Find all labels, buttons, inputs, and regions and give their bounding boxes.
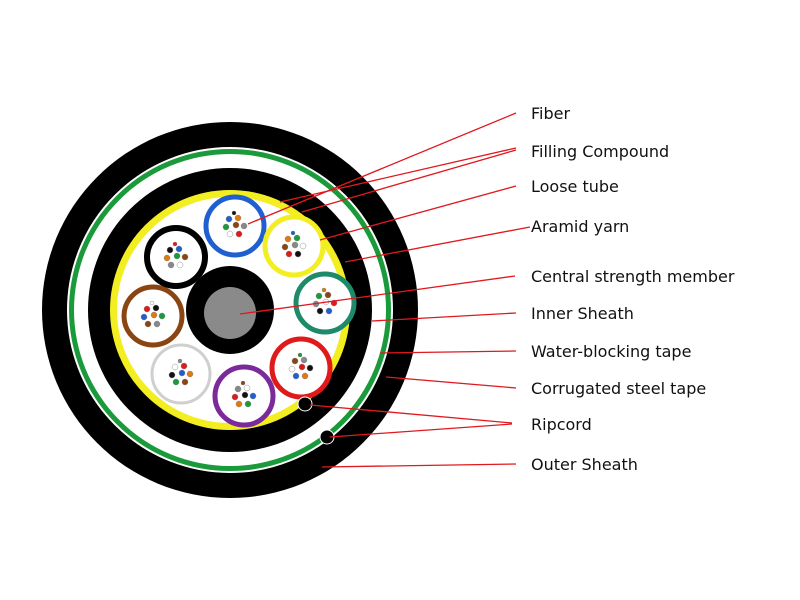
fiber-dot [175, 245, 183, 253]
fiber-dot [301, 372, 309, 380]
fiber-dot [325, 307, 333, 315]
leader-loose-tube [319, 185, 517, 241]
fiber-dot [158, 312, 166, 320]
fiber-dot [240, 380, 246, 386]
label-outer-sheath: Outer Sheath [531, 455, 638, 474]
fiber-dot [153, 320, 161, 328]
leader-lines [239, 112, 531, 468]
fiber-dot [285, 250, 293, 258]
fiber-dot [291, 241, 299, 249]
fiber-dot [172, 241, 178, 247]
leader-aramid-yarn [344, 226, 531, 263]
fiber-dot [167, 261, 175, 269]
fiber-dot [291, 357, 299, 365]
fiber-dot [241, 391, 249, 399]
fiber-dot [163, 254, 171, 262]
leader-filling-compound-a [279, 147, 517, 203]
label-water-blocking-tape: Water-blocking tape [531, 342, 691, 361]
fiber-dot [140, 313, 148, 321]
fiber-dot [284, 235, 292, 243]
fiber-dot [292, 372, 300, 380]
fiber-dot [222, 223, 230, 231]
label-fiber: Fiber [531, 104, 570, 123]
fiber-dot [150, 311, 158, 319]
fiber-dot [168, 371, 176, 379]
leader-outer-sheath [321, 463, 517, 468]
fiber-dot [240, 222, 248, 230]
label-corrugated-steel-tape: Corrugated steel tape [531, 379, 706, 398]
fiber-dot [186, 370, 194, 378]
fiber-dot [172, 378, 180, 386]
label-inner-sheath: Inner Sheath [531, 304, 634, 323]
ripcord-inner [297, 396, 313, 412]
fiber-dot [176, 261, 184, 269]
fiber-dot [306, 364, 314, 372]
fiber-dot [294, 250, 302, 258]
fiber-dot [149, 300, 155, 306]
fiber-dot [143, 305, 151, 313]
fiber-dot [281, 243, 289, 251]
fiber-dot [234, 214, 242, 222]
fiber-dot [173, 252, 181, 260]
fiber-dot [181, 253, 189, 261]
fiber-dot [315, 292, 323, 300]
fiber-dot [249, 392, 257, 400]
fiber-dot [232, 221, 240, 229]
label-aramid-yarn: Aramid yarn [531, 217, 629, 236]
fiber-dot [177, 358, 183, 364]
fiber-dot [171, 363, 179, 371]
leader-ripcord-b [329, 423, 513, 438]
fiber-dot [231, 393, 239, 401]
central-strength-member-core [204, 287, 256, 339]
fiber-dot [324, 291, 332, 299]
leader-central-strength-member [239, 275, 516, 315]
fiber-dot [300, 356, 308, 364]
label-central-strength-member: Central strength member [531, 267, 735, 286]
leader-fiber [247, 112, 517, 225]
fiber-dot [235, 230, 243, 238]
leader-inner-sheath [371, 312, 517, 322]
fiber-dot [243, 384, 251, 392]
fiber-dot [316, 307, 324, 315]
fiber-dot [178, 369, 186, 377]
fiber-dot [181, 378, 189, 386]
label-loose-tube: Loose tube [531, 177, 619, 196]
leader-filling-compound-b [301, 149, 517, 213]
leader-ripcord-a [309, 404, 513, 424]
fiber-dot [297, 352, 303, 358]
fiber-dot [244, 400, 252, 408]
fiber-dot [298, 363, 306, 371]
fiber-dot [231, 210, 237, 216]
label-filling-compound: Filling Compound [531, 142, 669, 161]
fiber-dot [225, 215, 233, 223]
leader-corrugated-steel-tape [385, 376, 517, 389]
label-ripcord: Ripcord [531, 415, 592, 434]
fiber-dot [144, 320, 152, 328]
fiber-dot [293, 234, 301, 242]
leader-water-blocking-tape [379, 350, 517, 354]
fiber-dot [234, 385, 242, 393]
fiber-dot [290, 230, 296, 236]
fiber-dot-groups [140, 210, 338, 408]
fiber-dot [288, 365, 296, 373]
fiber-dot [299, 242, 307, 250]
fiber-dot [166, 246, 174, 254]
fiber-dot [226, 230, 234, 238]
fiber-dot [321, 287, 327, 293]
fiber-dot [235, 400, 243, 408]
fiber-dot [180, 362, 188, 370]
fiber-dot [152, 304, 160, 312]
